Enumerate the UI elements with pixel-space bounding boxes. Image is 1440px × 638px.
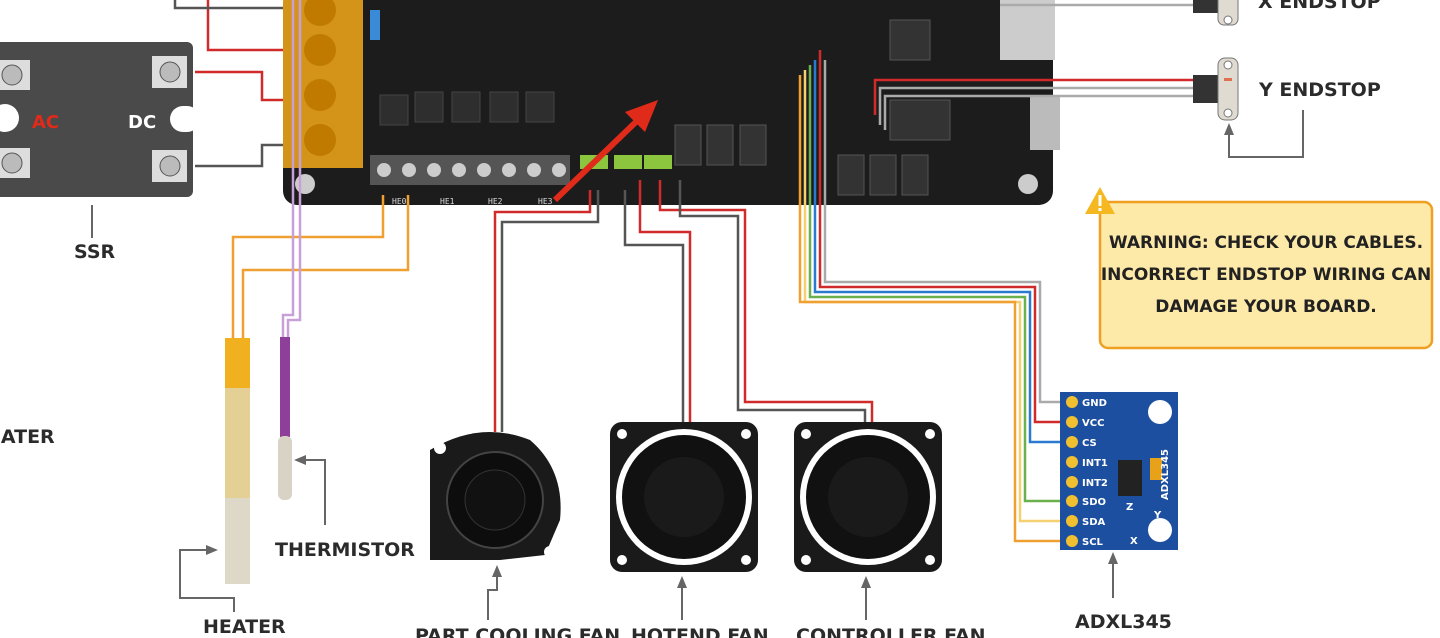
heater-label: HEATER <box>203 616 286 638</box>
part-cooling-fan-label: PART COOLING FAN <box>415 625 620 638</box>
adxl-pin-sdo: SDO <box>1082 497 1106 508</box>
x-endstop <box>1193 0 1239 26</box>
adxl345-label: ADXL345 <box>1075 611 1172 633</box>
ssr-module: AC DC <box>0 42 200 197</box>
adxl-pin-scl: SCL <box>1082 537 1104 548</box>
adxl-pin-vcc: VCC <box>1082 418 1104 429</box>
adxl345-board: GND VCC CS INT1 INT2 SDO SDA SCL ADXL345… <box>1060 392 1178 550</box>
axis-z: Z <box>1126 502 1133 513</box>
y-endstop-label: Y ENDSTOP <box>1258 79 1381 101</box>
adxl-pin-cs: CS <box>1082 438 1097 449</box>
thermistor <box>278 337 292 500</box>
warning-icon <box>1085 187 1115 214</box>
heater-pointer <box>179 549 235 612</box>
adxl-pin-sda: SDA <box>1082 517 1106 528</box>
y-endstop-pointer <box>1228 110 1304 158</box>
controller-fan <box>794 422 942 572</box>
heater-cartridge <box>225 338 250 584</box>
hotend-fan-label: HOTEND FAN <box>631 625 769 638</box>
bed-heater-label: HEATER <box>0 426 55 448</box>
y-endstop <box>1193 57 1239 121</box>
part-cooling-fan-pointer <box>487 572 498 620</box>
adxl-pin-int2: INT2 <box>1082 478 1108 489</box>
he3-label: HE3 <box>538 197 553 206</box>
axis-y: Y <box>1153 510 1162 521</box>
thermistor-pointer <box>300 459 326 525</box>
adxl-chip-label: ADXL345 <box>1160 449 1171 500</box>
warning-line-3: DAMAGE YOUR BOARD. <box>1155 297 1377 317</box>
x-endstop-label: X ENDSTOP <box>1258 0 1381 13</box>
red-pointer-arrow <box>552 100 658 203</box>
part-cooling-blower-fan <box>430 432 561 560</box>
he0-label: HE0 <box>392 197 407 206</box>
controller-fan-label: CONTROLLER FAN <box>796 625 986 638</box>
hotend-fan <box>610 422 758 572</box>
adxl-pin-int1: INT1 <box>1082 458 1108 469</box>
ssr-label: SSR <box>74 241 116 263</box>
dc-label: DC <box>128 112 156 133</box>
warning-box: WARNING: CHECK YOUR CABLES. INCORRECT EN… <box>1085 187 1434 350</box>
he1-label: HE1 <box>440 197 455 206</box>
he2-label: HE2 <box>488 197 503 206</box>
adxl-pin-gnd: GND <box>1082 398 1107 409</box>
controller-board: HE0 HE1 HE2 HE3 <box>283 0 1060 206</box>
thermistor-label: THERMISTOR <box>275 539 415 561</box>
warning-line-2: INCORRECT ENDSTOP WIRING CAN <box>1101 265 1431 285</box>
ac-label: AC <box>32 112 59 133</box>
axis-x: X <box>1130 536 1138 547</box>
warning-line-1: WARNING: CHECK YOUR CABLES. <box>1109 233 1423 253</box>
